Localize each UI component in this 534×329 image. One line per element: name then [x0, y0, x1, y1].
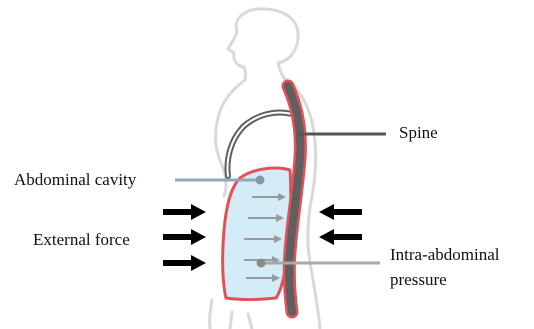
cavity-pointer-dot — [256, 176, 265, 185]
intra-abdominal-pressure-label-line2: pressure — [390, 270, 447, 290]
external-force-arrow-left-1 — [163, 204, 206, 220]
leg-outline-mid-1 — [230, 312, 232, 329]
leg-outline-mid-2 — [248, 314, 252, 329]
face-outline — [228, 32, 246, 80]
leg-outline-front — [210, 300, 212, 329]
external-force-label: External force — [33, 230, 130, 250]
external-force-arrow-left-3 — [163, 255, 206, 271]
pressure-pointer-dot — [257, 259, 266, 268]
abdominal-cavity-shape — [223, 168, 291, 299]
intra-abdominal-pressure-label-line1: Intra-abdominal — [390, 245, 500, 265]
external-force-arrow-right-2 — [319, 229, 362, 245]
diaphragm-arc — [228, 113, 292, 177]
external-force-arrow-left-2 — [163, 229, 206, 245]
diaphragm-arc-inner — [228, 113, 292, 177]
spine-label: Spine — [399, 123, 438, 143]
external-force-arrow-right-1 — [319, 204, 362, 220]
external-force-arrows-right — [319, 204, 362, 245]
abdominal-cavity-label: Abdominal cavity — [14, 170, 136, 190]
external-force-arrows-left — [163, 204, 206, 271]
